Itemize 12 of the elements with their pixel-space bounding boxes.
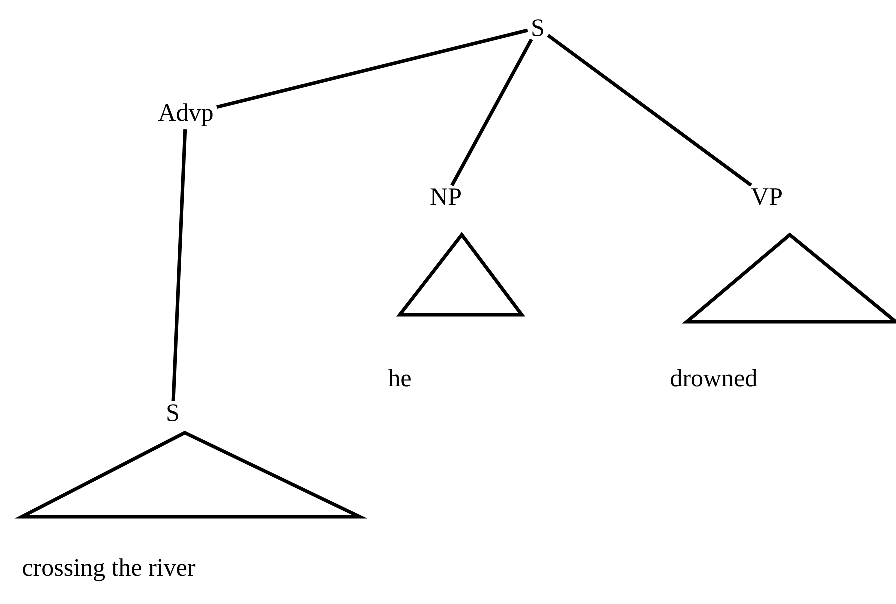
tree-branch xyxy=(172,129,188,402)
tree-label: S xyxy=(168,404,178,422)
tree-label: NP xyxy=(430,188,461,206)
tree-label: Advp xyxy=(158,104,213,126)
tree-label: S xyxy=(532,20,544,36)
tree-branch xyxy=(216,28,528,110)
tree-branch xyxy=(547,34,752,187)
node-label: he xyxy=(388,369,411,387)
node-label: crossing the river xyxy=(23,558,196,582)
tree-label: VP xyxy=(751,188,782,206)
tree-branch xyxy=(450,38,534,186)
node-label: drowned xyxy=(671,369,758,387)
